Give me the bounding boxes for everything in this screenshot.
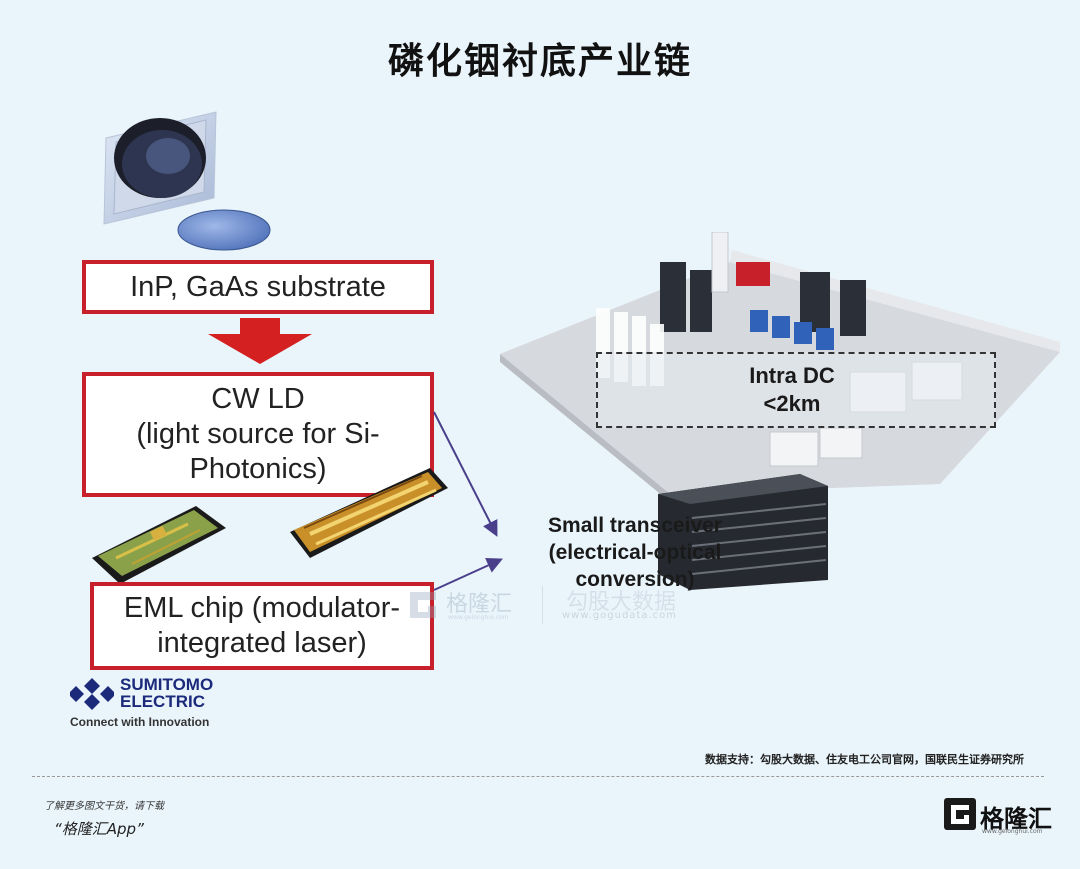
transceiver-chassis-illustration [658, 474, 828, 590]
watermark-data-url: www.gogudata.com [562, 610, 678, 621]
footer-brand-name: 格隆汇 [980, 805, 1052, 833]
wafer-illustration [103, 111, 271, 251]
eml-chip-title: EML chip (modulator- [123, 592, 401, 624]
footer-brand-url: www.gelonghui.com [982, 828, 1043, 835]
cw-ld-box: CW LD (light source for Si- Photonics) [82, 372, 434, 497]
footer-brand[interactable]: 格隆汇 www.gelonghui.com [944, 798, 1054, 835]
watermark-divider [542, 586, 543, 624]
transceiver-label: Small transceiver (electrical-optical co… [500, 512, 770, 593]
eml-to-transceiver-arrow [433, 558, 503, 591]
watermark: 格隆汇 www.gelonghui.com 勾股大数据 www.gogudata… [406, 584, 706, 628]
cw-ld-desc-2: Photonics) [189, 453, 327, 485]
watermark-logo-icon [410, 592, 436, 618]
footer-note: 了解更多图文干货，请下载 [44, 801, 164, 812]
transceiver-title: Small transceiver [548, 514, 722, 537]
logo-line-2: ELECTRIC [120, 692, 205, 711]
logo-tagline: Connect with Innovation [70, 715, 210, 729]
transceiver-desc-2: conversion) [575, 568, 695, 591]
cw-ld-to-transceiver-arrow [433, 411, 498, 537]
page-title: 磷化铟衬底产业链 [387, 41, 692, 82]
intra-dc-label: Intra DC <2km [712, 362, 872, 418]
intra-dc-region [596, 352, 996, 428]
connector-arrows [433, 411, 503, 591]
watermark-brand: 格隆汇 [446, 592, 513, 617]
sumitomo-logo: SUMITOMO ELECTRIC Connect with Innovatio… [70, 676, 260, 732]
eml-chip-desc: integrated laser) [157, 627, 367, 659]
logo-line-1: SUMITOMO [120, 675, 214, 694]
intra-dc-distance: <2km [763, 391, 821, 416]
source-note: 数据支持：勾股大数据、住友电工公司官网，国联民生证券研究所 [705, 753, 1024, 766]
down-arrow-icon [208, 318, 312, 364]
logo-name: SUMITOMO ELECTRIC [120, 676, 213, 710]
intra-dc-title: Intra DC [749, 363, 835, 388]
cw-ld-title: CW LD [211, 383, 305, 415]
substrate-label: InP, GaAs substrate [130, 270, 386, 303]
watermark-brand-url: www.gelonghui.com [448, 614, 509, 621]
transceiver-desc-1: (electrical-optical [548, 541, 722, 564]
eml-chip-box: EML chip (modulator- integrated laser) [90, 582, 434, 670]
cw-ld-chip-illustration [290, 468, 448, 558]
eml-chip-illustration [92, 506, 226, 584]
substrate-box: InP, GaAs substrate [82, 260, 434, 314]
cw-ld-desc-1: (light source for Si- [136, 418, 380, 450]
sumitomo-emblem-icon [70, 678, 114, 710]
footer-divider [32, 776, 1044, 777]
watermark-data-brand: 勾股大数据 [566, 590, 677, 615]
brand-logo-icon [944, 798, 976, 830]
footer-app-link[interactable]: “格隆汇App” [54, 820, 144, 838]
